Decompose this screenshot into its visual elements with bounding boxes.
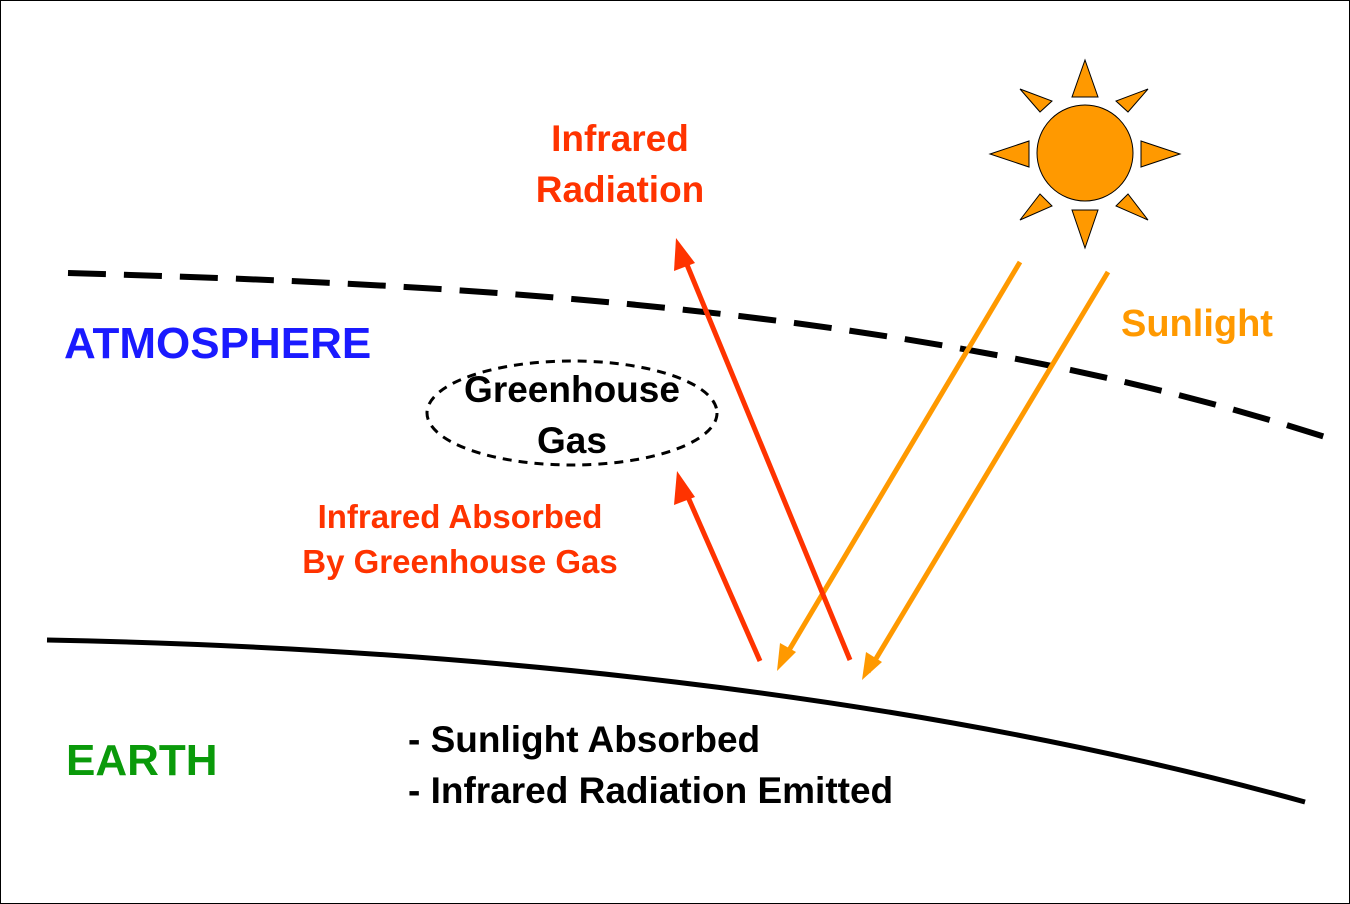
infrared-absorbed-label: Infrared Absorbed By Greenhouse Gas [260,500,660,578]
infrared-radiation-line-2: Radiation [535,169,705,210]
infrared-escape-arrow [680,254,853,661]
earth-surface [46,637,1306,805]
greenhouse-gas-line-2: Gas [537,420,607,461]
sunlight-label: Sunlight [1121,303,1273,345]
infrared-absorbed-arrowhead [674,471,695,505]
sun-ray [1140,140,1182,168]
sun-ray [1115,193,1149,221]
infrared-radiation-line-1: Infrared [551,118,689,159]
sun-ray [988,140,1030,168]
infrared-radiation-label: Infrared Radiation [500,120,740,208]
greenhouse-gas-cloud [425,359,719,467]
infrared-absorbed-arrow [681,486,763,663]
earth-note-sunlight-absorbed: - Sunlight Absorbed [408,719,761,760]
earth-notes: - Sunlight Absorbed - Infrared Radiation… [408,721,893,809]
sun-disc [1036,104,1134,202]
infrared-absorbed-line-2: By Greenhouse Gas [302,543,618,580]
earth-note-infrared-emitted: - Infrared Radiation Emitted [408,770,894,811]
sun-ray [1071,58,1099,98]
sunlight-arrowhead-1 [777,643,796,671]
sunlight-arrowhead-2 [862,652,882,680]
sun-ray [1019,88,1053,113]
sun-ray [1019,193,1053,221]
sun-icon [988,58,1182,250]
greenhouse-gas-line-1: Greenhouse [464,369,680,410]
sun-ray [1071,209,1099,250]
sunlight-arrow-1 [779,260,1023,664]
sun-ray [1115,88,1149,113]
sunlight-arrow-2 [865,270,1111,674]
atmosphere-boundary [67,270,1326,440]
earth-label: EARTH [66,736,218,785]
atmosphere-label: ATMOSPHERE [64,319,372,368]
infrared-absorbed-line-1: Infrared Absorbed [317,498,603,535]
greenhouse-gas-label: Greenhouse Gas [432,371,712,459]
infrared-escape-arrowhead [674,238,695,271]
